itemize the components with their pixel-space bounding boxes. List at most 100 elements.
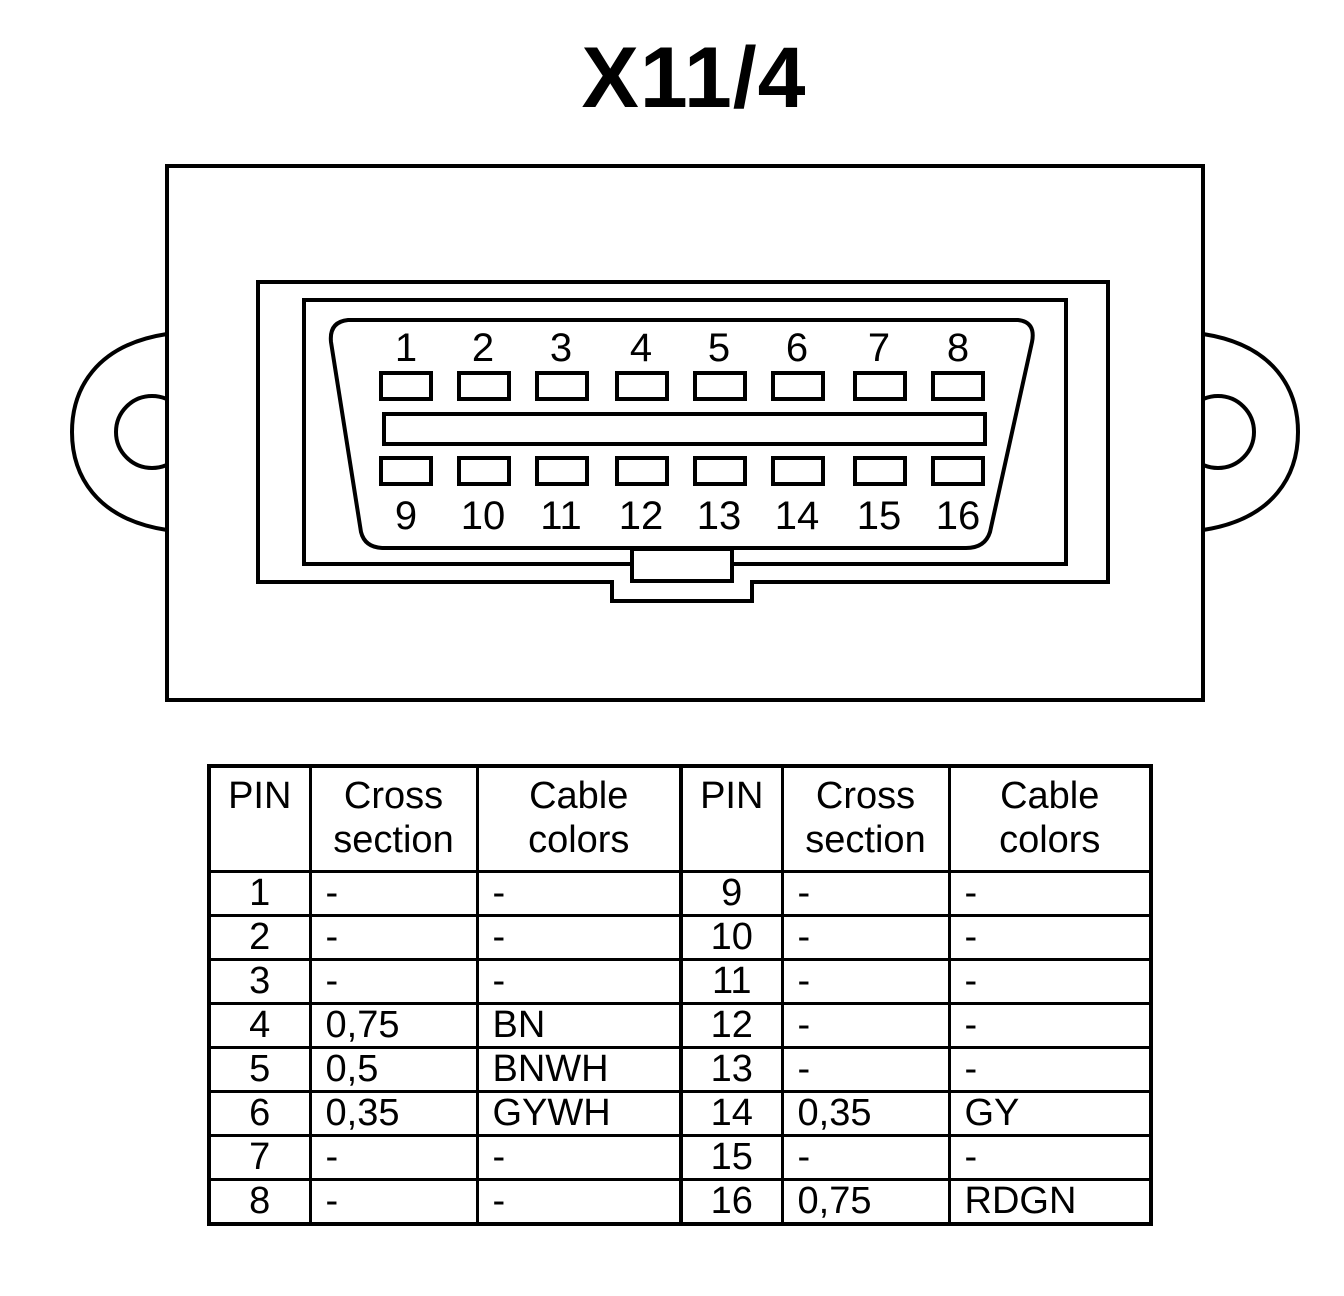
top-pin-row xyxy=(379,371,985,401)
pin-number: 7 xyxy=(207,1134,312,1181)
pin-number: 8 xyxy=(207,1178,312,1226)
header-cable-colors: Cable colors xyxy=(475,764,683,873)
cross-section-value: - xyxy=(308,870,479,917)
pin-label: 12 xyxy=(619,494,664,538)
pin-contact xyxy=(457,371,511,401)
pin-number: 10 xyxy=(679,914,784,961)
pin-label: 6 xyxy=(786,326,808,370)
cable-color-value: - xyxy=(947,1002,1153,1049)
pin-contact xyxy=(535,371,589,401)
bottom-pin-row xyxy=(379,456,985,486)
pin-assignment-table: PIN Cross section Cable colors PIN Cross… xyxy=(207,764,1153,1226)
pin-number: 9 xyxy=(679,870,784,917)
cross-section-value: - xyxy=(308,1134,479,1181)
cross-section-value: - xyxy=(308,1178,479,1226)
pin-number: 13 xyxy=(679,1046,784,1093)
pin-contact xyxy=(615,371,669,401)
pin-label: 3 xyxy=(550,326,572,370)
pin-label: 8 xyxy=(947,326,969,370)
cable-color-value: RDGN xyxy=(947,1178,1153,1226)
pin-label: 7 xyxy=(868,326,890,370)
cross-section-value: - xyxy=(780,958,951,1005)
pin-label: 9 xyxy=(395,494,417,538)
cable-color-value: - xyxy=(475,1134,683,1181)
pin-contact xyxy=(535,456,589,486)
pin-contact xyxy=(379,371,433,401)
cable-color-value: BN xyxy=(475,1002,683,1049)
header-cable-colors: Cable colors xyxy=(947,764,1153,873)
cable-color-value: - xyxy=(947,914,1153,961)
pin-number: 6 xyxy=(207,1090,312,1137)
pin-number: 11 xyxy=(679,958,784,1005)
cross-section-value: - xyxy=(780,1002,951,1049)
pin-label: 2 xyxy=(472,326,494,370)
table-row: 2--10-- xyxy=(207,914,1153,961)
cable-color-value: - xyxy=(475,958,683,1005)
connector-frame xyxy=(256,280,1110,603)
cable-color-value: GYWH xyxy=(475,1090,683,1137)
cross-section-value: 0,75 xyxy=(780,1178,951,1226)
header-cross-section: Cross section xyxy=(308,764,479,873)
table-row: 3--11-- xyxy=(207,958,1153,1005)
cable-color-value: - xyxy=(947,958,1153,1005)
pin-label: 16 xyxy=(936,494,981,538)
connector-title: X11/4 xyxy=(581,30,807,126)
pin-contact xyxy=(931,456,985,486)
right-mounting-ear xyxy=(1202,332,1301,532)
cable-color-value: - xyxy=(475,870,683,917)
connector-key xyxy=(630,547,734,583)
pin-number: 15 xyxy=(679,1134,784,1181)
cross-section-value: - xyxy=(780,870,951,917)
pin-number: 16 xyxy=(679,1178,784,1226)
pin-face xyxy=(328,318,1035,550)
pin-number: 4 xyxy=(207,1002,312,1049)
top-pin-labels: 1 2 3 4 5 6 7 8 xyxy=(395,326,969,370)
pin-contact xyxy=(771,371,825,401)
header-cross-section: Cross section xyxy=(780,764,951,873)
header-pin: PIN xyxy=(207,764,312,873)
cross-section-value: - xyxy=(780,1046,951,1093)
pin-contact xyxy=(771,456,825,486)
cable-color-value: GY xyxy=(947,1090,1153,1137)
pin-label: 4 xyxy=(630,326,652,370)
pin-label: 1 xyxy=(395,326,417,370)
center-bar xyxy=(382,412,987,446)
cross-section-value: 0,75 xyxy=(308,1002,479,1049)
pin-number: 2 xyxy=(207,914,312,961)
pin-label: 11 xyxy=(540,494,582,538)
pin-contact xyxy=(615,456,669,486)
pin-contact xyxy=(931,371,985,401)
cable-color-value: BNWH xyxy=(475,1046,683,1093)
pin-contact xyxy=(379,456,433,486)
table-row: 1--9-- xyxy=(207,870,1153,917)
pin-number: 5 xyxy=(207,1046,312,1093)
pin-number: 12 xyxy=(679,1002,784,1049)
cross-section-value: 0,35 xyxy=(308,1090,479,1137)
pin-number: 3 xyxy=(207,958,312,1005)
cross-section-value: - xyxy=(780,914,951,961)
left-mounting-ear xyxy=(69,332,168,532)
pin-contact xyxy=(853,456,907,486)
pin-label: 15 xyxy=(857,494,902,538)
pin-label: 13 xyxy=(697,494,742,538)
pin-label: 5 xyxy=(708,326,730,370)
cable-color-value: - xyxy=(947,870,1153,917)
pin-label: 10 xyxy=(461,494,506,538)
table-row: 7--15-- xyxy=(207,1134,1153,1181)
cross-section-value: - xyxy=(308,914,479,961)
pin-number: 1 xyxy=(207,870,312,917)
cross-section-value: 0,35 xyxy=(780,1090,951,1137)
pin-contact xyxy=(693,456,747,486)
header-pin: PIN xyxy=(679,764,784,873)
pin-number: 14 xyxy=(679,1090,784,1137)
table-header-row: PIN Cross section Cable colors PIN Cross… xyxy=(207,764,1153,873)
cross-section-value: - xyxy=(780,1134,951,1181)
cable-color-value: - xyxy=(947,1134,1153,1181)
pin-contact xyxy=(853,371,907,401)
pin-contact xyxy=(457,456,511,486)
